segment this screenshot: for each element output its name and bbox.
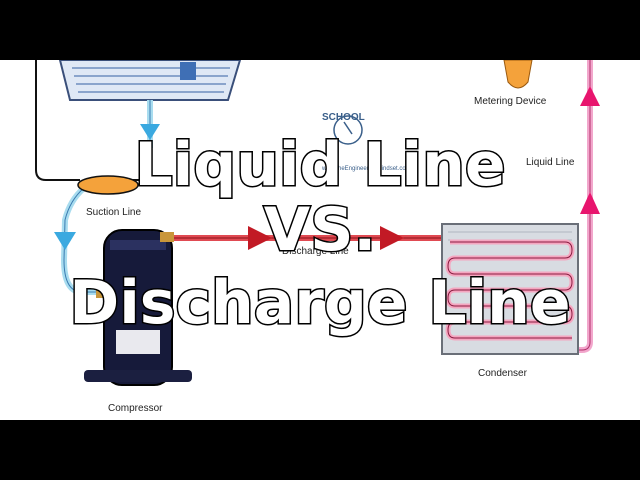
title-line-3: Discharge Line [68,268,572,338]
title-line-1: Liquid Line [133,130,507,200]
liquid-arrow-2 [580,192,600,214]
diagram-canvas: Metering Device Liquid Line Suction Line… [0,60,640,420]
label-condenser: Condenser [478,368,527,379]
condenser [441,223,579,355]
suction-arrow-2 [54,232,76,250]
evaporator-fan-person-icon [180,62,196,80]
watermark-logo-icon [333,115,363,145]
evaporator [58,60,242,101]
title-line-2: VS. [262,195,377,265]
compressor [84,229,192,386]
liquid-arrow-1 [580,86,600,106]
watermark-text: SCHOOL [322,112,365,123]
label-compressor: Compressor [108,403,163,414]
metering-device [503,60,533,89]
refrigeration-cycle-diagram [35,60,600,386]
discharge-arrow-2 [380,226,404,250]
sensing-line [35,60,80,181]
suction-arrow-1 [140,124,160,140]
watermark-url: www.theEngineeringMindset.com [322,166,411,172]
discharge-arrow-1 [248,226,272,250]
label-metering-device: Metering Device [474,96,547,107]
label-suction-line: Suction Line [86,207,142,218]
sensing-bulb [77,175,139,195]
label-discharge-line: Discharge Line [282,246,349,257]
label-liquid-line: Liquid Line [526,157,575,168]
